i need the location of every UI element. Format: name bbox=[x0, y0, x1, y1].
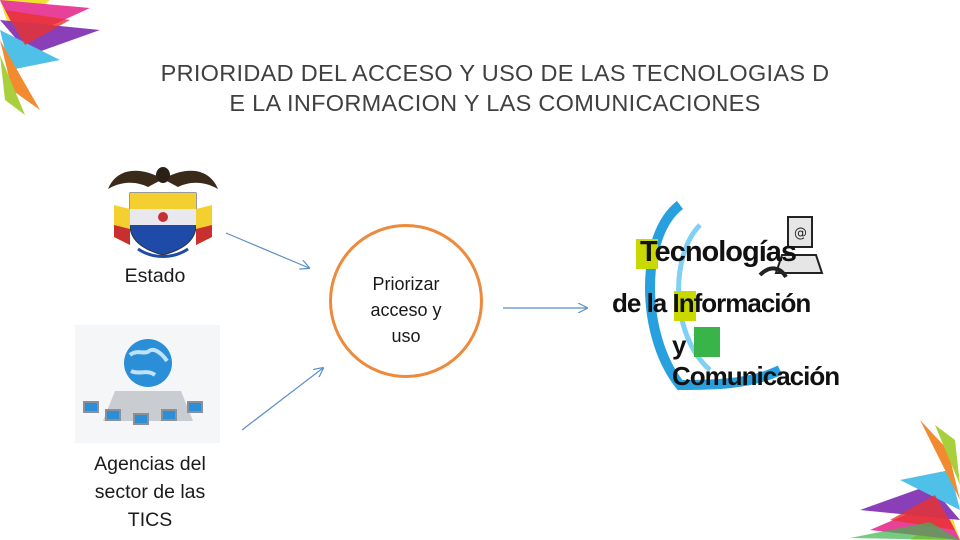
tic-logo-line-3: y Comunicación bbox=[672, 330, 840, 391]
center-node-line-3: uso bbox=[391, 326, 421, 346]
center-node-circle: Priorizar acceso y uso bbox=[329, 224, 483, 378]
center-node-line-2: acceso y bbox=[370, 300, 442, 320]
center-node-text: Priorizar acceso y uso bbox=[332, 271, 480, 349]
agencias-label-line-2: sector de las bbox=[94, 481, 206, 503]
estado-label: Estado bbox=[124, 265, 186, 287]
corner-decoration-bottom-right bbox=[850, 420, 960, 540]
slide-title: PRIORIDAD DEL ACCESO Y USO DE LAS TECNOL… bbox=[100, 58, 890, 118]
agencias-label-line-3: TICS bbox=[127, 509, 173, 531]
arrow-estado-to-center bbox=[225, 232, 309, 268]
tic-logo-line-2: de la Información bbox=[612, 288, 811, 318]
tic-logo-line-1: Tecnologías bbox=[640, 236, 797, 268]
tic-logo: Tecnologías de la Información y Comunica… bbox=[612, 236, 852, 391]
agencias-label: Agencias del sector de las TICS bbox=[72, 450, 228, 534]
agencias-label-line-1: Agencias del bbox=[94, 453, 206, 475]
slide-title-line-2: E LA INFORMACION Y LAS COMUNICACIONES bbox=[229, 90, 761, 116]
slide-title-line-1: PRIORIDAD DEL ACCESO Y USO DE LAS TECNOL… bbox=[160, 60, 830, 86]
arrow-agencias-to-center bbox=[241, 368, 323, 431]
center-node-line-1: Priorizar bbox=[372, 274, 440, 294]
corner-decoration-top-left bbox=[0, 0, 100, 115]
